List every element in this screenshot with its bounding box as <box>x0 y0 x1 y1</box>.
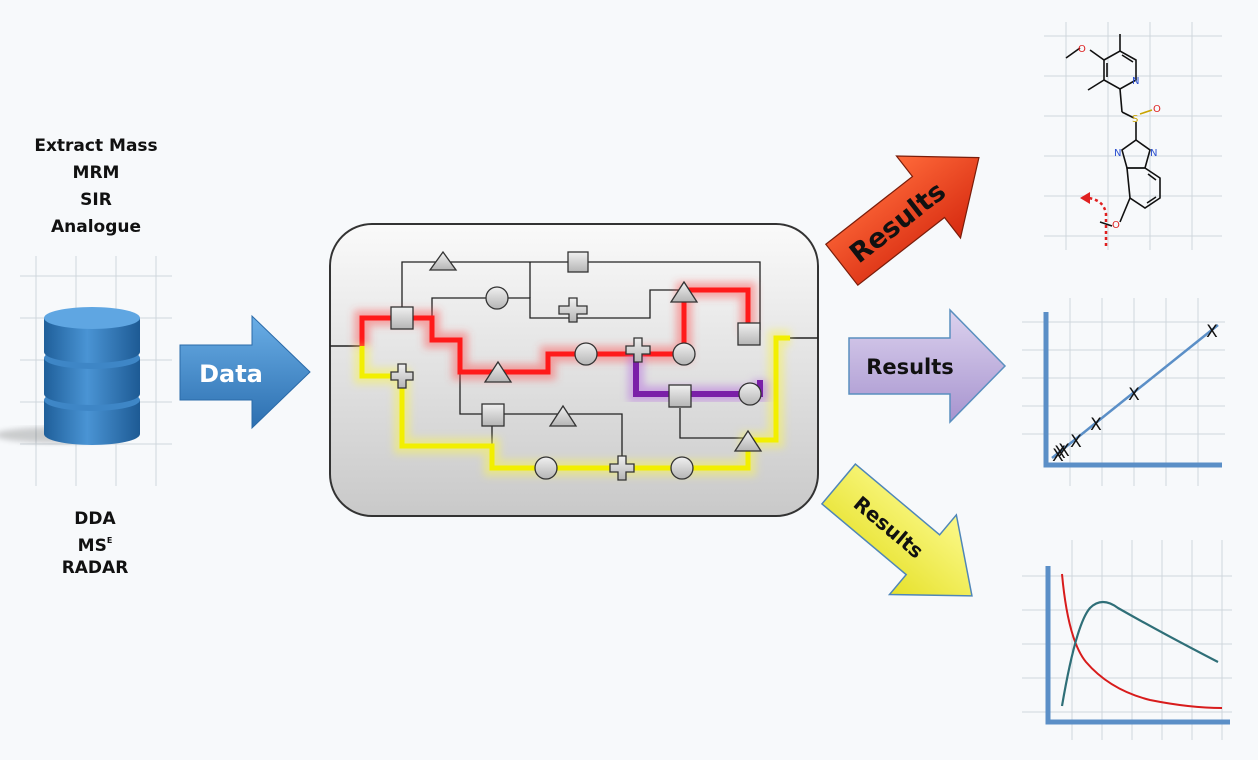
node-circle <box>574 342 598 366</box>
node-triangle <box>548 404 578 427</box>
yellow-path <box>354 330 790 476</box>
molecule-atoms: O N S O N N O <box>1078 44 1161 231</box>
node-circle <box>672 342 696 366</box>
node-square <box>737 322 761 346</box>
node-plus <box>558 297 588 323</box>
data-arrow: Data <box>179 314 311 430</box>
data-arrow-label: Data <box>199 360 263 388</box>
curve-plot-grid <box>1022 540 1232 740</box>
acquisition-modes-list: DDA MSE RADAR <box>30 508 160 579</box>
network-nodes <box>390 250 763 481</box>
scatter-marker: X <box>1052 446 1064 466</box>
node-circle <box>738 382 762 406</box>
atom-n-left: N <box>1114 148 1121 159</box>
input-methods-list: Extract Mass MRM SIR Analogue <box>16 133 176 241</box>
node-plus <box>390 363 414 389</box>
acquisition-mse: MSE <box>77 536 113 556</box>
scatter-marker: X <box>1058 441 1070 461</box>
node-triangle <box>428 250 458 271</box>
input-method-mrm: MRM <box>72 163 120 183</box>
scatter-plot-axes <box>1043 312 1222 468</box>
atom-o-top: O <box>1078 44 1086 55</box>
results-arrow-middle-label: Results <box>866 355 954 379</box>
scatter-marker: X <box>1128 385 1140 405</box>
node-square <box>668 384 692 408</box>
acquisition-dda: DDA <box>74 509 116 529</box>
node-plus <box>609 455 635 481</box>
scatter-marker: X <box>1206 322 1218 342</box>
scatter-marker: X <box>1054 443 1066 463</box>
curve-plot-axes <box>1045 566 1230 725</box>
input-method-sir: SIR <box>80 190 112 210</box>
node-triangle <box>669 280 699 303</box>
atom-o-sulfoxide: O <box>1153 104 1161 115</box>
results-arrow-middle: Results <box>848 308 1007 424</box>
curve-plot-decay-line <box>1061 573 1223 709</box>
atom-o-bottom: O <box>1112 220 1120 231</box>
results-arrow-bottom: Results <box>820 463 973 597</box>
metabolism-arrow <box>1080 192 1108 246</box>
atom-n-right: N <box>1150 148 1157 159</box>
purple-path <box>628 354 768 402</box>
node-circle <box>534 456 558 480</box>
node-circle <box>485 286 509 310</box>
molecule-structure <box>1065 34 1161 227</box>
node-triangle <box>483 360 513 383</box>
scatter-marker: X <box>1090 415 1102 435</box>
scatter-plot-grid <box>1022 298 1225 486</box>
curve-plot-peak-line <box>1060 600 1219 707</box>
atom-n-ring: N <box>1132 76 1139 87</box>
acquisition-radar: RADAR <box>61 558 129 578</box>
node-plus <box>625 337 651 363</box>
node-square <box>567 251 589 273</box>
scatter-marker: X <box>1070 432 1082 452</box>
atom-s: S <box>1132 114 1138 125</box>
node-triangle <box>733 429 763 452</box>
results-arrow-top: Results <box>824 155 980 287</box>
scatter-plot-markers: X X X X X X X <box>1052 322 1218 466</box>
input-method-extract-mass: Extract Mass <box>34 136 158 156</box>
molecule-grid <box>1044 22 1222 250</box>
node-square <box>390 306 414 330</box>
node-square <box>481 403 505 427</box>
input-method-analogue: Analogue <box>50 217 142 237</box>
scatter-plot-fit-line <box>1051 324 1219 459</box>
database-icon <box>44 307 140 445</box>
node-circle <box>670 456 694 480</box>
